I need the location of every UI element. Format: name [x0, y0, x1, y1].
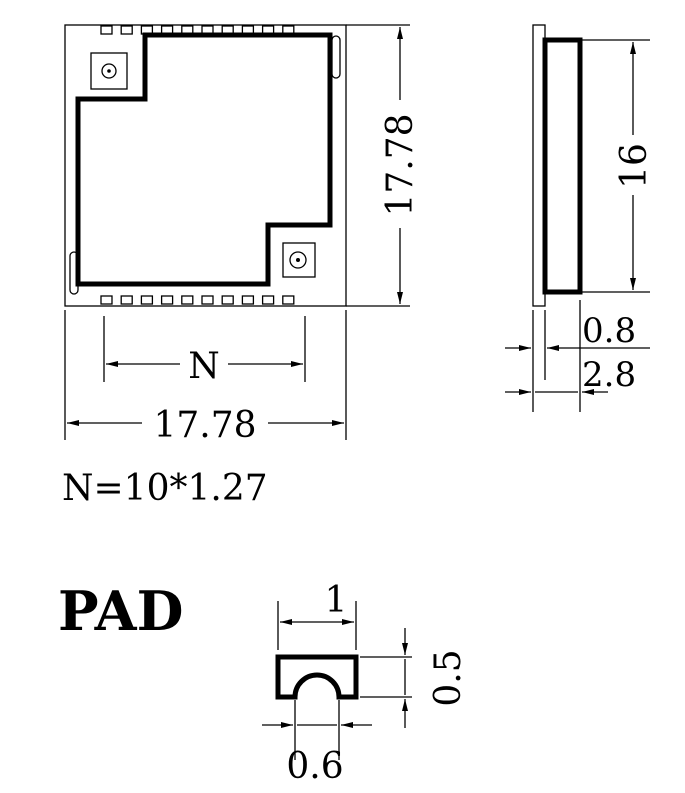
- top-thickness-label: 0.8: [582, 311, 636, 351]
- pad-width-label: 1: [325, 580, 348, 621]
- pins-top-pin: [261, 25, 275, 35]
- pins-top-pin: [221, 25, 234, 35]
- pins-bottom-pin: [160, 295, 174, 305]
- pitch-note: N=10*1.27: [62, 468, 268, 509]
- pins-bottom-pin: [282, 295, 295, 305]
- module-top-view: 17.78 N 17.78 N=10*1.27: [62, 24, 421, 509]
- pad-gap-label: 0.6: [286, 746, 343, 787]
- pitch-label: N: [188, 346, 220, 387]
- module-side-view: 16 0.8 2.8: [505, 24, 655, 412]
- pad-detail: PAD 1 0.5 0.6: [58, 579, 469, 787]
- pins-top-pin: [100, 25, 113, 35]
- pins-top-pin: [181, 25, 194, 35]
- pins-bottom-pin: [241, 295, 255, 305]
- antenna-pad-bottom-right: [282, 242, 316, 278]
- side-height-label: 16: [614, 143, 655, 189]
- side-slot-left: [69, 251, 79, 295]
- pins-top-pin: [282, 25, 295, 35]
- pins-top-pin: [140, 25, 154, 35]
- pad-shape: [275, 654, 359, 700]
- module-outline: [64, 24, 347, 307]
- pad-height-label: 0.5: [428, 649, 469, 706]
- antenna-pad-bottom-right-ring: [289, 251, 307, 269]
- pins-top-pin: [201, 25, 214, 35]
- antenna-pad-top-left: [90, 52, 128, 90]
- pin-row-top: [100, 25, 295, 35]
- pins-bottom-pin: [100, 295, 113, 305]
- pins-bottom-pin: [140, 295, 154, 305]
- module-height-label: 17.78: [380, 113, 421, 216]
- pins-top-pin: [120, 25, 133, 35]
- pins-top-pin: [241, 25, 255, 35]
- shield-outline: [75, 32, 333, 287]
- module-width-label: 17.78: [153, 405, 256, 446]
- pins-bottom-pin: [221, 295, 234, 305]
- side-slot-right: [331, 35, 341, 79]
- side-view-shield: [542, 37, 583, 295]
- pins-top-pin: [160, 25, 174, 35]
- antenna-pad-top-left-ring: [101, 63, 117, 79]
- pins-bottom-pin: [181, 295, 194, 305]
- total-thickness-label: 2.8: [582, 355, 636, 395]
- pin-row-bottom: [100, 295, 295, 305]
- pins-bottom-pin: [201, 295, 214, 305]
- pad-title: PAD: [58, 579, 183, 643]
- pins-bottom-pin: [261, 295, 275, 305]
- pins-bottom-pin: [120, 295, 133, 305]
